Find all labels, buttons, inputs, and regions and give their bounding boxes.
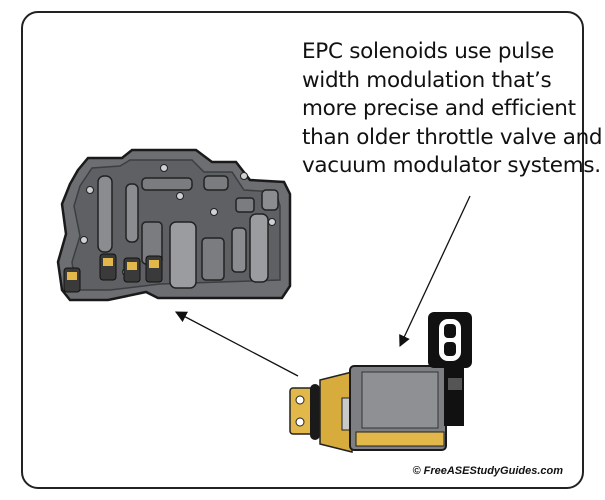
callout-text: EPC solenoids use pulse width modulation… <box>302 38 603 181</box>
copyright-credit: © FreeASEStudyGuides.com <box>412 465 563 477</box>
pointer-arrow-icon <box>399 195 471 348</box>
pointer-arrow-icon <box>174 311 299 377</box>
epc-solenoid-illustration <box>289 312 472 453</box>
valve-body-illustration <box>56 148 292 302</box>
callout-line: more precise and efficient <box>302 96 576 121</box>
callout-line: than older throttle valve and <box>302 124 603 150</box>
callout-line: width modulation that’s <box>302 67 552 93</box>
callout-line: vacuum modulator systems. <box>302 153 601 178</box>
callout-line: EPC solenoids use pulse <box>302 39 555 64</box>
